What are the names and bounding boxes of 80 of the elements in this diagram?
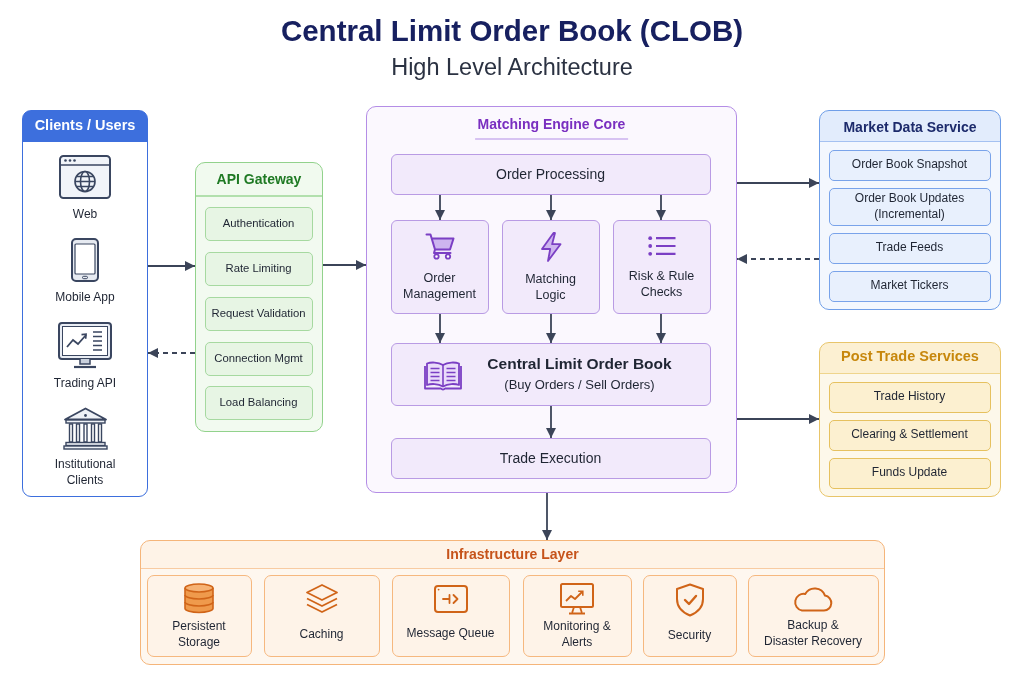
arrow (542, 492, 552, 541)
arrow (736, 414, 820, 424)
client-label: Trading API (53, 375, 117, 391)
feed-label: Order Book Snapshot (851, 157, 968, 173)
post-trade-card (828, 419, 991, 451)
infrastructure-panel (140, 540, 885, 665)
client-label: Mobile App (55, 289, 115, 305)
function-label: Load Balancing (219, 395, 298, 410)
component-label: Backup & Disaster Recovery (763, 617, 863, 650)
market-data-panel (819, 110, 1001, 310)
arrow (546, 194, 556, 221)
data-feed-card (828, 187, 991, 226)
order-book-title: Central Limit Order Book (487, 354, 672, 374)
feed-label: Market Tickers (870, 278, 949, 294)
arrow (656, 194, 666, 221)
infrastructure-card (642, 574, 737, 657)
arrow (435, 313, 445, 344)
panel-title: Infrastructure Layer (446, 545, 579, 563)
feed-label: Order Book Updates (Incremental) (853, 190, 966, 223)
panel-title: Market Data Service (843, 118, 977, 136)
arrow (435, 194, 445, 221)
arrow (546, 405, 556, 439)
data-feed-card (828, 270, 991, 302)
infrastructure-card (146, 574, 252, 657)
component-label: Security (667, 628, 712, 644)
arrow (546, 313, 556, 344)
diagram-subtitle: High Level Architecture (391, 53, 633, 82)
process-card (501, 219, 600, 314)
component-label: Monitoring & Alerts (542, 619, 612, 651)
arrow (322, 260, 367, 270)
client-label: Web (72, 206, 98, 222)
client-label: Institutional Clients (53, 456, 117, 488)
function-label: Request Validation (211, 306, 306, 321)
process-card (390, 437, 711, 479)
step-label: Trade Execution (499, 448, 602, 468)
dashed-arrow (147, 348, 196, 358)
component-label: Message Queue (406, 626, 495, 642)
arrow (736, 178, 820, 188)
infrastructure-card (747, 574, 879, 657)
post-trade-card (828, 457, 991, 489)
order-book-subtitle: (Buy Orders / Sell Orders) (504, 377, 655, 394)
data-feed-card (828, 232, 991, 264)
infrastructure-card (522, 574, 632, 657)
service-label: Clearing & Settlement (851, 427, 968, 443)
service-label: Trade History (873, 389, 946, 405)
step-label: Risk & Rule Checks (627, 267, 696, 301)
infrastructure-card (391, 574, 510, 657)
function-label: Authentication (222, 216, 295, 231)
step-label: Matching Logic (524, 270, 577, 304)
dashed-arrow (736, 254, 820, 264)
panel-title: Post Trade Services (841, 348, 979, 366)
gateway-function-card (204, 296, 313, 331)
gateway-function-card (204, 206, 313, 241)
data-feed-card (828, 149, 991, 181)
step-label: Order Management (402, 269, 477, 303)
diagram-title: Central Limit Order Book (CLOB) (280, 13, 744, 49)
gateway-panel (195, 162, 323, 432)
gateway-function-card (204, 341, 313, 376)
component-label: Caching (299, 626, 344, 643)
post-trade-card (828, 381, 991, 413)
panel-title: API Gateway (216, 170, 302, 188)
gateway-function-card (204, 251, 313, 286)
infrastructure-card (263, 574, 380, 657)
process-card (390, 219, 489, 314)
process-card (390, 153, 711, 195)
feed-label: Trade Feeds (875, 240, 944, 256)
arrow (147, 261, 196, 271)
process-card (612, 219, 711, 314)
arrow (656, 313, 666, 344)
function-label: Connection Mgmt (214, 351, 303, 366)
service-label: Funds Update (871, 465, 948, 481)
engine-panel (366, 106, 737, 493)
panel-title: Clients / Users (34, 117, 136, 135)
component-label: Persistent Storage (171, 618, 227, 651)
gateway-function-card (204, 385, 313, 420)
order-book-card (390, 342, 711, 406)
panel-title: Matching Engine Core (474, 115, 629, 141)
function-label: Rate Limiting (225, 261, 292, 276)
post-trade-panel (819, 342, 1001, 497)
step-label: Order Processing (496, 164, 605, 184)
